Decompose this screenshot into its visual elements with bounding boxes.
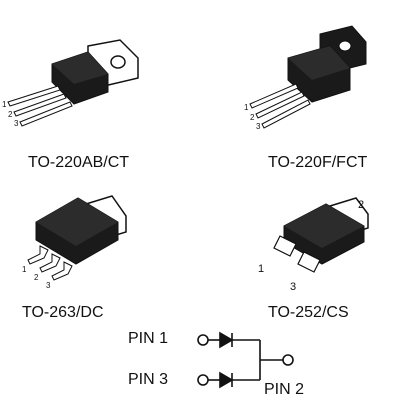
- to220ab-package: 1 2 3: [2, 39, 139, 128]
- to220f-mounting-hole: [338, 40, 352, 52]
- to220f-body-top: [288, 46, 350, 80]
- to220ab-label: TO-220AB/CT: [28, 154, 130, 171]
- to263-pin-1-label: 1: [22, 265, 27, 274]
- to220ab-pin-3-label: 3: [14, 119, 19, 128]
- pin1-diode-icon: [219, 331, 234, 349]
- pin3-label: PIN 3: [128, 371, 169, 388]
- to220f-leads: [249, 83, 311, 129]
- to263-package: 1 2 3: [22, 195, 127, 290]
- to220ab-pin-2-label: 2: [8, 110, 13, 119]
- to252-pin-3-label: 3: [290, 281, 296, 293]
- to220f-pin-2-label: 2: [250, 113, 255, 122]
- to252-pin-2-label: 2: [358, 199, 364, 211]
- to252-pin-1-label: 1: [258, 263, 264, 275]
- to220ab-mounting-hole: [110, 55, 126, 69]
- to220f-package: 1 2 3: [244, 25, 367, 131]
- to252-package: 1 2 3: [258, 197, 369, 293]
- to263-leads: [27, 245, 73, 281]
- to263-label: TO-263/DC: [22, 304, 104, 321]
- to263-pin-2-label: 2: [34, 273, 39, 282]
- to252-label: TO-252/CS: [268, 304, 349, 321]
- pin2-terminal: [282, 354, 294, 366]
- to220ab-leads: [7, 85, 73, 127]
- pin1-terminal: [197, 334, 209, 346]
- to220f-pin-1-label: 1: [244, 103, 249, 112]
- pinout-schematic: [197, 331, 294, 389]
- to252-body-top: [284, 204, 364, 248]
- pin2-label: PIN 2: [264, 381, 305, 398]
- to220f-pin-3-label: 3: [256, 122, 261, 131]
- pin3-diode-icon: [219, 371, 234, 389]
- pin3-terminal: [197, 374, 209, 386]
- to252-leads: [273, 235, 321, 273]
- to220ab-body-top: [52, 52, 108, 84]
- to263-pin-3-label: 3: [46, 281, 51, 290]
- to263-body-top: [36, 198, 118, 246]
- to220f-label: TO-220F/FCT: [268, 154, 368, 171]
- to220ab-pin-1-label: 1: [2, 100, 7, 109]
- pin1-label: PIN 1: [128, 330, 169, 347]
